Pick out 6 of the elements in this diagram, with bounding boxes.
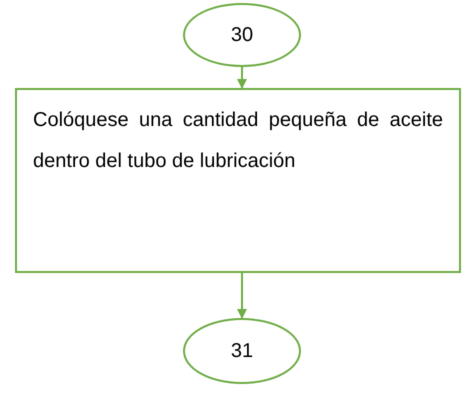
- step-number: 30: [230, 24, 254, 46]
- instruction-text: Colóquese una cantidad pequeña de aceite dentro del tubo de lubricación: [33, 108, 443, 174]
- arrow: [237, 67, 247, 89]
- process-box: [15, 88, 461, 273]
- arrow: [237, 273, 247, 319]
- step-number: 31: [230, 340, 254, 362]
